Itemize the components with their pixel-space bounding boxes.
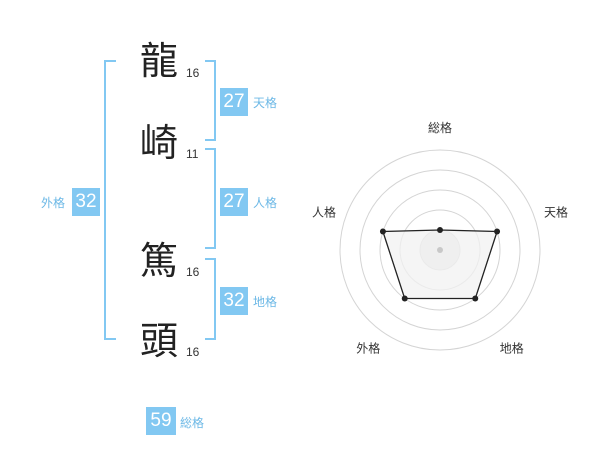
- name-character: 頭: [140, 319, 179, 363]
- stroke-count: 16: [186, 345, 200, 359]
- radar-axis-label: 天格: [544, 204, 568, 219]
- radar-axis-label: 地格: [500, 341, 524, 356]
- soukaku-label: 総格: [180, 416, 205, 430]
- radar-point: [379, 228, 386, 235]
- name-character: 篤: [140, 239, 179, 283]
- radar-point: [472, 295, 479, 302]
- jinkaku-label: 人格: [253, 196, 278, 210]
- chikaku-bracket: [205, 258, 216, 340]
- radar-points: [379, 227, 501, 302]
- stroke-count: 11: [186, 147, 199, 161]
- radar-axis-label: 外格: [356, 341, 380, 356]
- tenkaku-bracket: [205, 60, 216, 141]
- stroke-count: 16: [186, 66, 200, 80]
- radar-point: [437, 227, 443, 233]
- chikaku-value: 32: [220, 287, 248, 315]
- name-character: 龍: [140, 39, 179, 83]
- radar-polygon: [382, 229, 498, 300]
- radar-ring: [359, 169, 521, 331]
- radar-ring: [339, 149, 541, 351]
- gaikaku-value: 32: [72, 188, 100, 216]
- chikaku-label: 地格: [253, 295, 278, 309]
- tenkaku-label: 天格: [253, 96, 278, 110]
- radar-ring: [379, 189, 501, 311]
- jinkaku-bracket: [205, 148, 216, 249]
- gaikaku-label: 外格: [41, 196, 66, 210]
- jinkaku-value: 27: [220, 188, 248, 216]
- name-character: 崎: [140, 121, 179, 165]
- soukaku-value: 59: [146, 407, 176, 435]
- gaikaku-bracket: [104, 60, 116, 340]
- radar-center-dot: [437, 247, 443, 253]
- radar-point: [401, 295, 408, 302]
- radar-axis-label: 総格: [428, 120, 452, 135]
- tenkaku-value: 27: [220, 88, 248, 116]
- radar-axis-label: 人格: [312, 204, 336, 219]
- radar-point: [494, 228, 501, 235]
- stroke-count: 16: [186, 265, 200, 279]
